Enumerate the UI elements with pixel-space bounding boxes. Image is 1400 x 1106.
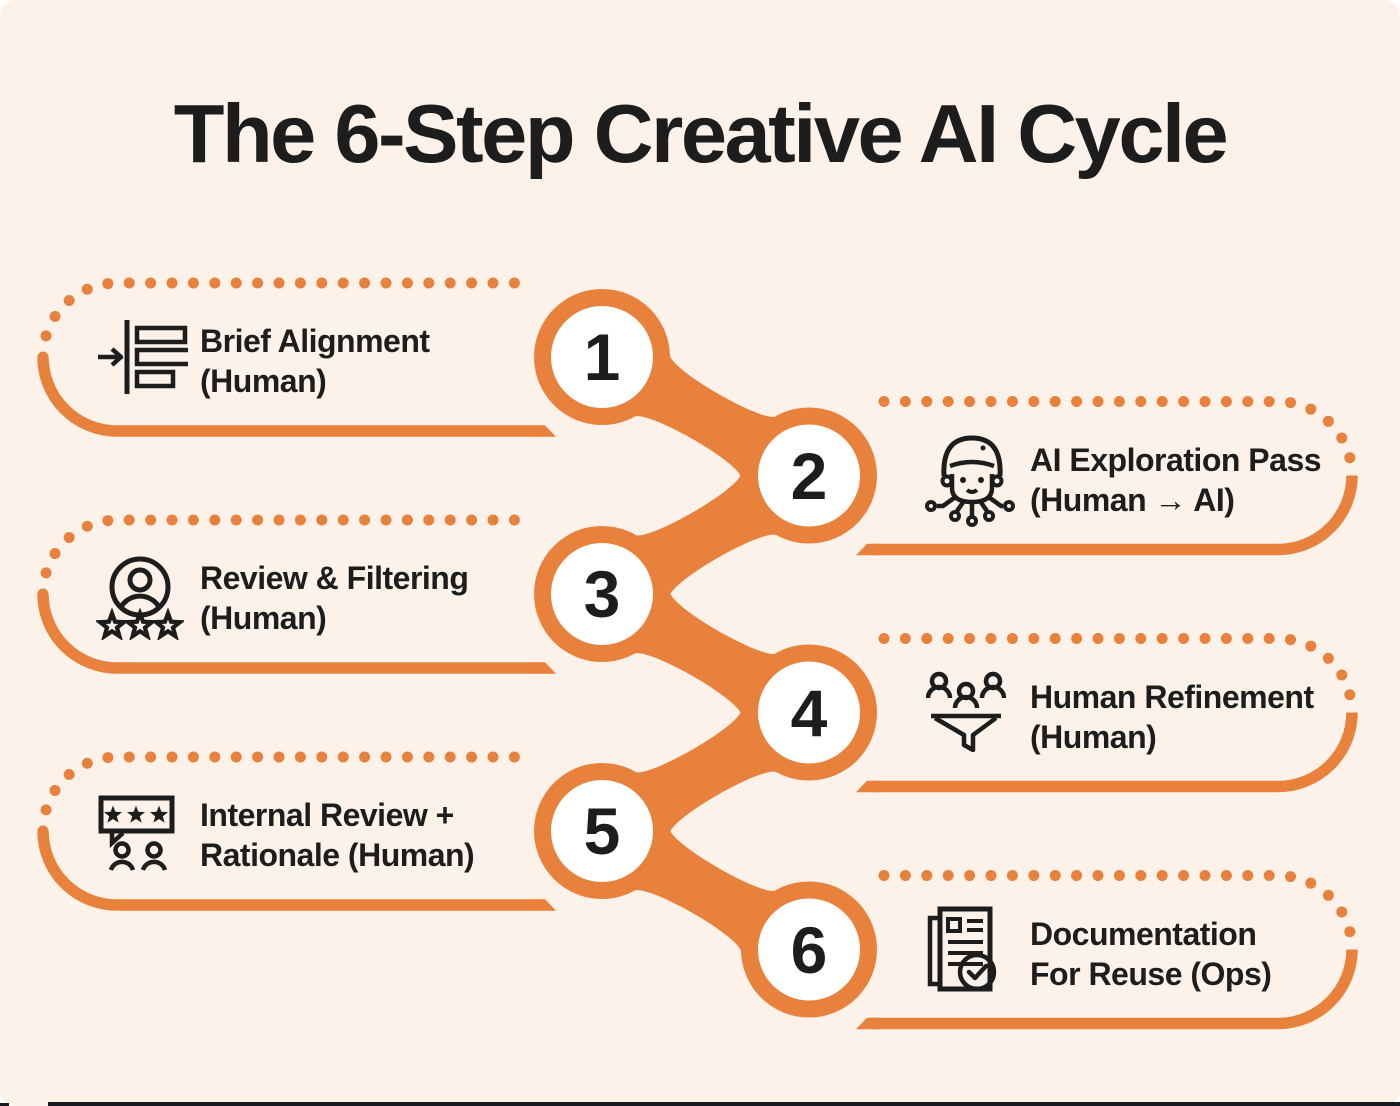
step-2-label: AI Exploration Pass (Human → AI)	[1030, 440, 1322, 520]
step-6-line1: Documentation	[1030, 915, 1257, 952]
human-refinement-icon	[926, 670, 1006, 752]
step-number-2: 2	[790, 438, 828, 513]
step-1-line1: Brief Alignment	[200, 323, 430, 359]
brief-alignment-icon	[96, 318, 188, 396]
step-1-line2: (Human)	[200, 363, 327, 399]
review-filtering-icon	[96, 556, 184, 640]
pill-step-6	[856, 870, 1358, 1030]
step-4-label: Human Refinement (Human)	[1030, 677, 1314, 757]
step-3-label: Review & Filtering (Human)	[200, 558, 469, 638]
step-circles	[534, 289, 877, 1018]
step-2-line1: AI Exploration Pass	[1030, 441, 1322, 478]
step-6-label: Documentation For Reuse (Ops)	[1030, 914, 1272, 994]
pill-step-4	[856, 633, 1358, 793]
step-4-line1: Human Refinement	[1030, 678, 1314, 715]
step-number-6: 6	[790, 912, 828, 987]
step-5-line2: Rationale (Human)	[200, 837, 475, 873]
bottom-edge-chip	[0, 1103, 9, 1106]
pill-step-5	[37, 751, 556, 911]
step-number-4: 4	[790, 675, 828, 750]
step-1-label: Brief Alignment (Human)	[200, 321, 430, 401]
step-6-line2: For Reuse (Ops)	[1030, 955, 1272, 992]
step-number-5: 5	[583, 794, 621, 868]
documentation-icon	[926, 906, 1002, 996]
ai-exploration-icon	[922, 432, 1018, 528]
step-3-line2: (Human)	[200, 600, 327, 636]
pill-step-1	[37, 277, 556, 437]
step-5-line1: Internal Review +	[200, 797, 454, 833]
pill-step-2	[856, 396, 1358, 556]
step-number-3: 3	[583, 557, 621, 631]
pill-step-3	[37, 514, 556, 674]
step-5-label: Internal Review + Rationale (Human)	[200, 795, 475, 875]
page-title: The 6-Step Creative AI Cycle	[173, 87, 1229, 180]
bottom-edge-line	[48, 1102, 1400, 1106]
internal-review-icon	[98, 794, 178, 878]
step-4-line2: (Human)	[1030, 718, 1157, 755]
step-number-1: 1	[583, 320, 621, 394]
step-3-line1: Review & Filtering	[200, 560, 469, 596]
step-2-line2: (Human → AI)	[1030, 481, 1235, 518]
